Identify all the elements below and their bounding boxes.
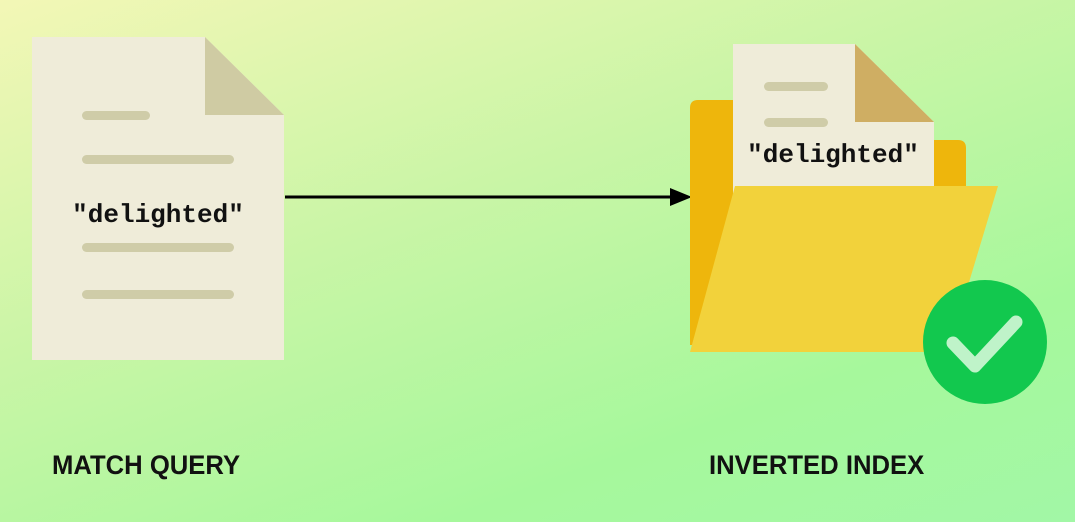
- inverted-index-label: INVERTED INDEX: [709, 450, 925, 480]
- index-term: "delighted": [747, 140, 919, 170]
- query-document-icon: "delighted": [32, 37, 284, 360]
- query-term: "delighted": [72, 200, 244, 230]
- check-icon: [923, 280, 1047, 404]
- arrow-icon: [285, 188, 692, 206]
- folder-icon: "delighted": [690, 44, 998, 352]
- match-query-label: MATCH QUERY: [52, 450, 241, 480]
